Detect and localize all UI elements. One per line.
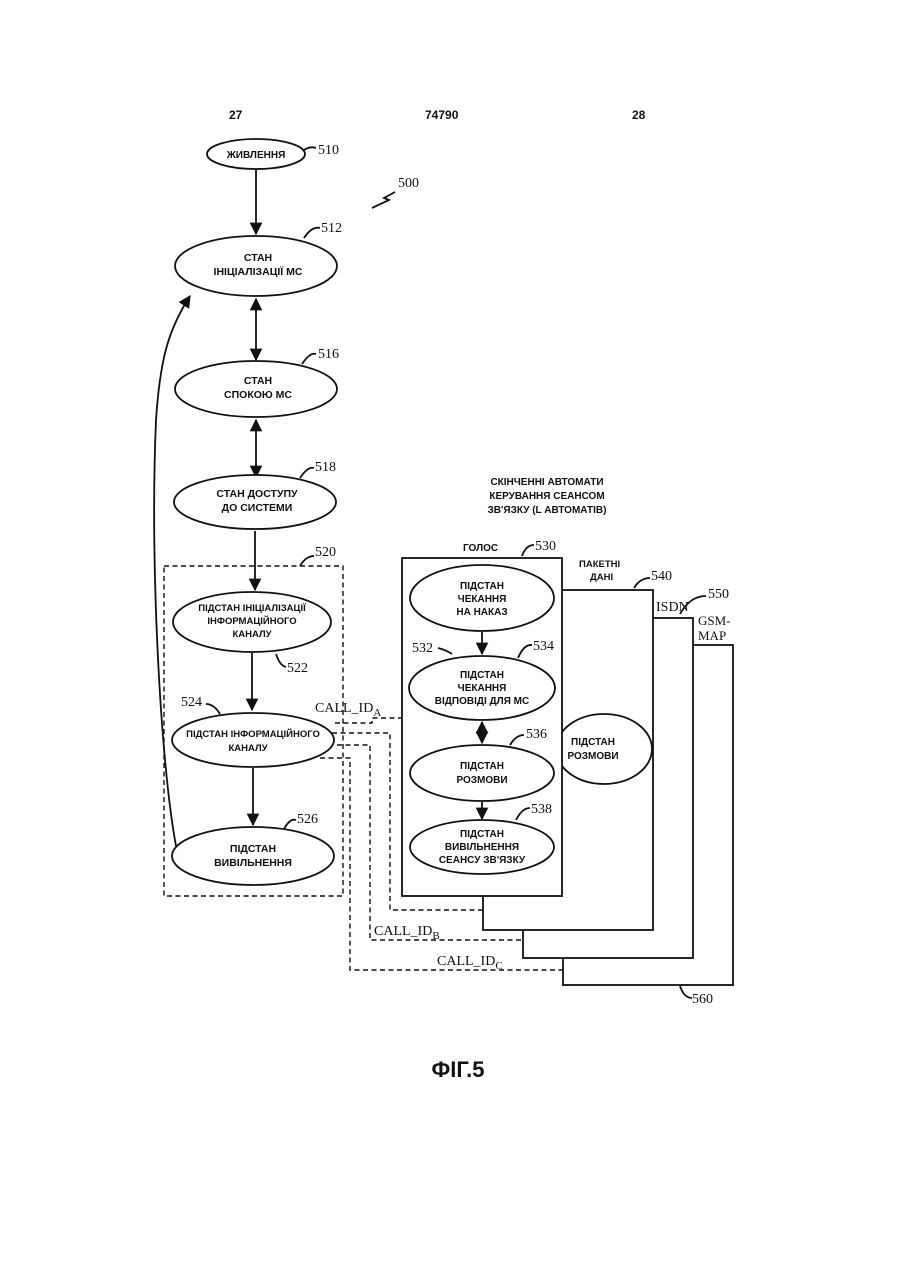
ref-leader-510	[304, 147, 316, 150]
init-state-line1: СТАН	[244, 252, 272, 264]
ref-leader-512	[304, 228, 320, 238]
ref-leader-520	[300, 556, 314, 566]
ref-530: 530	[535, 539, 556, 554]
ref-560: 560	[692, 992, 713, 1007]
call-connection-a	[335, 718, 402, 723]
figure-caption: ФІГ.5	[432, 1057, 485, 1082]
packet-data-label-line2: ДАНІ	[590, 572, 613, 583]
ref-524: 524	[181, 695, 202, 710]
access-state-line2: ДО СИСТЕМИ	[222, 502, 293, 514]
ref-536: 536	[526, 727, 547, 742]
packet-data-label-line1: ПАКЕТНІ	[579, 559, 620, 570]
ref-516: 516	[318, 347, 339, 362]
ref-leader-524	[206, 704, 220, 714]
traffic-line2: КАНАЛУ	[228, 743, 267, 754]
figure-ref-squiggle	[372, 192, 395, 208]
ref-538: 538	[531, 802, 552, 817]
ref-leader-530	[522, 545, 534, 556]
voice-label: ГОЛОС	[463, 543, 498, 554]
release-line2: ВИВІЛЬНЕННЯ	[214, 857, 292, 869]
ref-520: 520	[315, 545, 336, 560]
ref-510: 510	[318, 143, 339, 158]
session-release-line1: ПІДСТАН	[460, 829, 504, 840]
ref-526: 526	[297, 812, 318, 827]
page-number-left: 27	[229, 108, 243, 122]
session-title-line2: КЕРУВАННЯ СЕАНСОМ	[489, 491, 604, 502]
waiting-order-line2: ЧЕКАННЯ	[458, 594, 507, 605]
traffic-substate	[172, 713, 334, 767]
packet-conversation-line1: ПІДСТАН	[571, 737, 615, 748]
ref-leader-540	[634, 578, 650, 588]
packet-conversation-line2: РОЗМОВИ	[567, 751, 618, 762]
idle-state-line1: СТАН	[244, 375, 272, 387]
ref-512: 512	[321, 221, 342, 236]
init-state-line2: ІНІЦІАЛІЗАЦІЇ МС	[214, 265, 303, 278]
traffic-init-line2: ІНФОРМАЦІЙНОГО	[207, 615, 296, 627]
traffic-init-line1: ПІДСТАН ІНІЦІАЛІЗАЦІЇ	[198, 603, 306, 614]
conversation-substate	[410, 745, 554, 801]
power-state-label: ЖИВЛЕННЯ	[226, 150, 286, 161]
conversation-line2: РОЗМОВИ	[456, 775, 507, 786]
waiting-order-line3: НА НАКАЗ	[456, 607, 507, 618]
page-number-right: 28	[632, 108, 646, 122]
ref-leader-522	[276, 654, 286, 667]
session-title-line1: СКІНЧЕННІ АВТОМАТИ	[490, 477, 603, 488]
ref-leader-518	[300, 468, 314, 478]
conversation-line1: ПІДСТАН	[460, 761, 504, 772]
traffic-init-line3: КАНАЛУ	[232, 629, 271, 640]
packet-conversation-substate	[556, 714, 652, 784]
access-state-line1: СТАН ДОСТУПУ	[216, 488, 298, 500]
ref-leader-516	[302, 354, 316, 364]
document-number: 74790	[425, 108, 459, 122]
waiting-answer-line2: ЧЕКАННЯ	[458, 683, 507, 694]
ref-leader-560	[680, 986, 692, 998]
ref-522: 522	[287, 661, 308, 676]
ref-534: 534	[533, 639, 554, 654]
waiting-order-line1: ПІДСТАН	[460, 581, 504, 592]
figure-ref-500: 500	[398, 176, 419, 191]
gsm-map-label-line1: GSM-	[698, 613, 731, 628]
ref-540: 540	[651, 569, 672, 584]
ref-532: 532	[412, 641, 433, 656]
waiting-answer-line1: ПІДСТАН	[460, 670, 504, 681]
traffic-line1: ПІДСТАН ІНФОРМАЦІЙНОГО	[186, 728, 320, 740]
release-line1: ПІДСТАН	[230, 843, 276, 855]
ref-leader-526	[284, 820, 296, 829]
session-release-line2: ВИВІЛЬНЕННЯ	[445, 842, 519, 853]
release-substate	[172, 827, 334, 885]
session-title-line3: ЗВ'ЯЗКУ (L АВТОМАТІВ)	[488, 505, 607, 516]
session-release-line3: СЕАНСУ ЗВ'ЯЗКУ	[439, 855, 526, 866]
waiting-answer-line3: ВІДПОВІДІ ДЛЯ МС	[435, 696, 529, 707]
call-id-a-label: CALL_IDA	[315, 701, 381, 719]
idle-state-line2: СПОКОЮ МС	[224, 389, 292, 401]
ref-518: 518	[315, 460, 336, 475]
gsm-map-label-line2: MAP	[698, 628, 726, 643]
ref-550: 550	[708, 587, 729, 602]
